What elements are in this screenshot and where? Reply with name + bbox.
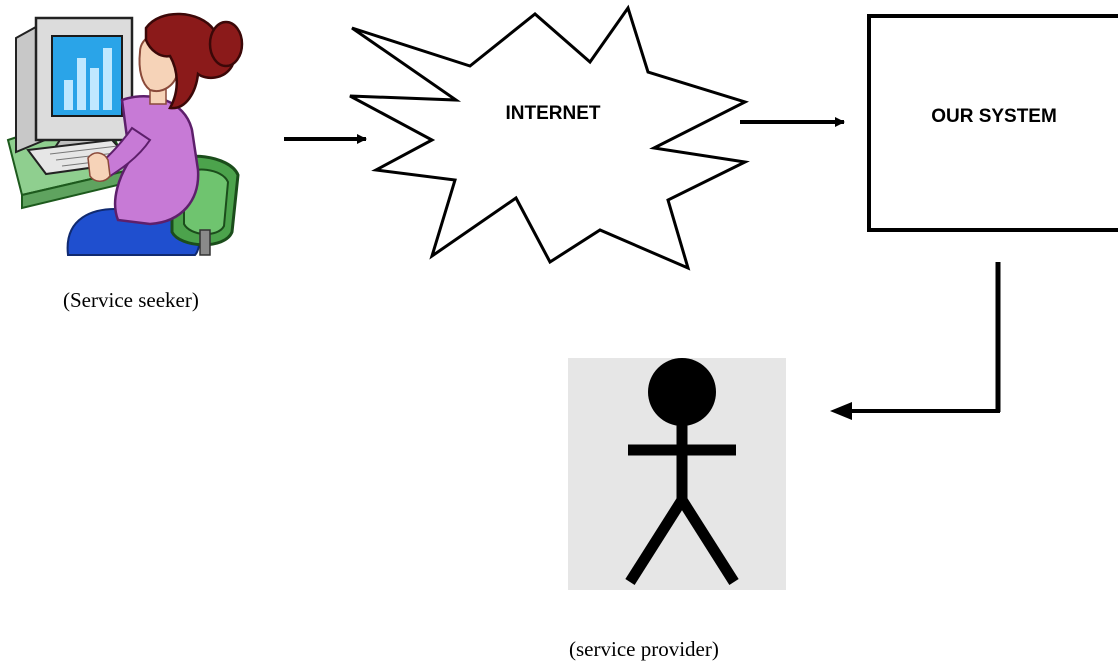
arrow-system-to-provider [830, 262, 1001, 420]
internet-label: INTERNET [506, 103, 601, 124]
system-label: OUR SYSTEM [931, 106, 1057, 127]
service-provider-icon [568, 358, 786, 590]
service-seeker-caption: (Service seeker) [63, 288, 199, 312]
service-provider-caption: (service provider) [569, 637, 719, 661]
service-seeker-icon [6, 12, 244, 256]
internet-cloud [349, 4, 750, 271]
system-box [867, 14, 1118, 232]
